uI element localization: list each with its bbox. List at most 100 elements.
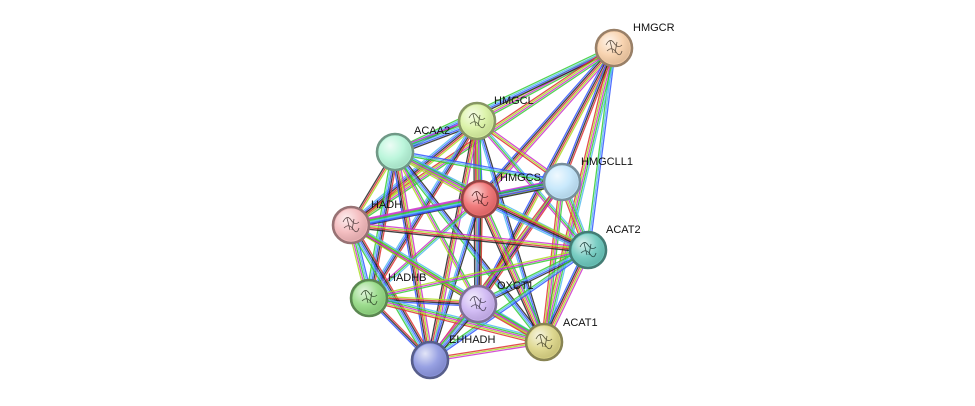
edge-evidence-line <box>394 46 615 152</box>
edge-evidence-line <box>350 225 589 252</box>
edge-hmgcs-acat1[interactable] <box>476 197 548 344</box>
edge-evidence-line <box>350 221 589 249</box>
edge-evidence-line <box>368 250 589 301</box>
edge-evidence-line <box>350 226 589 254</box>
edge-acat2-hadhb[interactable] <box>368 247 589 301</box>
edge-evidence-line <box>350 199 481 227</box>
edge-evidence-line <box>394 48 615 154</box>
node-shine <box>353 282 385 314</box>
edge-evidence-line <box>561 47 615 183</box>
edge-evidence-line <box>394 151 563 183</box>
edge-evidence-line <box>350 224 431 361</box>
edge-evidence-line <box>350 197 481 225</box>
edge-evidence-line <box>480 195 591 248</box>
node-label-acat2: ACAT2 <box>606 224 641 236</box>
node-shine <box>462 288 494 320</box>
edge-evidence-line <box>426 119 476 361</box>
edge-evidence-line <box>562 47 617 184</box>
edge-acaa2-hmgcll1[interactable] <box>394 149 563 185</box>
node-acat1[interactable]: ACAT1 <box>524 317 598 362</box>
edge-evidence-line <box>428 120 477 361</box>
protein-structure-icon <box>535 334 553 350</box>
node-acat2[interactable]: ACAT2 <box>568 224 641 270</box>
edge-evidence-line <box>393 151 545 344</box>
edge-evidence-line <box>367 298 545 345</box>
edge-evidence-line <box>477 119 547 343</box>
edge-evidence-line <box>349 225 545 344</box>
edge-evidence-line <box>480 196 590 250</box>
edge-hmgcr-hmgcll1[interactable] <box>559 46 617 184</box>
node-shine <box>461 105 493 137</box>
protein-structure-icon <box>468 113 486 129</box>
node-hadhb[interactable]: HADHB <box>349 272 427 318</box>
protein-structure-icon <box>579 242 597 258</box>
node-label-hmgcl: HMGCL <box>494 95 534 107</box>
edge-evidence-line <box>349 178 563 223</box>
edge-evidence-line <box>350 223 589 250</box>
node-hmgcl[interactable]: HMGCL <box>457 95 534 141</box>
edge-evidence-line <box>479 198 545 343</box>
edge-evidence-line <box>482 197 548 342</box>
edge-hadhb-acat1[interactable] <box>367 294 546 346</box>
node-hadh[interactable]: HADH <box>331 199 402 245</box>
edge-evidence-line <box>477 250 590 306</box>
edge-evidence-line <box>478 251 590 307</box>
edge-evidence-line <box>367 300 544 346</box>
edge-evidence-line <box>369 294 546 340</box>
node-hmgcr[interactable]: HMGCR <box>594 22 675 68</box>
edge-evidence-line <box>478 199 588 253</box>
node-oxct1[interactable]: OXCT1 <box>458 280 534 324</box>
edge-acaa2-ehhadh[interactable] <box>391 150 434 362</box>
node-shine <box>335 209 367 241</box>
edge-evidence-line <box>477 199 544 344</box>
edge-evidence-line <box>588 47 617 251</box>
edge-evidence-line <box>396 149 547 342</box>
edge-evidence-line <box>479 198 589 251</box>
edge-hmgcs-acat2[interactable] <box>477 195 591 254</box>
edge-hadh-acat2[interactable] <box>350 221 589 254</box>
edge-acaa2-hadhb[interactable] <box>365 150 399 300</box>
edge-evidence-line <box>540 181 561 343</box>
edge-evidence-line <box>391 151 428 362</box>
edge-hmgcs-hadh[interactable] <box>349 195 482 229</box>
edge-hmgcr-acaa2[interactable] <box>393 45 616 155</box>
node-shine <box>598 32 630 64</box>
node-label-hadh: HADH <box>371 199 402 211</box>
node-hmgcll1[interactable]: HMGCLL1 <box>542 156 633 202</box>
edge-evidence-line <box>545 181 566 343</box>
edge-evidence-line <box>428 248 588 360</box>
protein-structure-icon <box>360 290 378 306</box>
edge-evidence-line <box>349 226 544 345</box>
edge-evidence-line <box>542 181 562 343</box>
edge-evidence-line <box>544 181 564 343</box>
edge-evidence-line <box>366 151 395 299</box>
protein-structure-icon <box>605 40 623 56</box>
protein-structure-icon <box>342 217 360 233</box>
node-acaa2[interactable]: ACAA2 <box>375 125 450 172</box>
node-label-hmgcll1: HMGCLL1 <box>581 156 633 168</box>
edge-acat2-oxct1[interactable] <box>476 247 590 307</box>
node-ehhadh[interactable]: EHHADH <box>410 334 496 380</box>
node-label-hadhb: HADHB <box>388 272 427 284</box>
edge-evidence-line <box>430 120 479 361</box>
edge-evidence-line <box>368 151 396 299</box>
edge-evidence-line <box>394 152 563 185</box>
edge-acaa2-acat1[interactable] <box>392 149 547 345</box>
node-label-acat1: ACAT1 <box>563 317 598 329</box>
edge-evidence-line <box>476 247 588 303</box>
node-label-oxct1: OXCT1 <box>497 280 534 292</box>
node-shine <box>464 183 496 215</box>
edge-evidence-line <box>476 120 545 343</box>
edge-evidence-line <box>429 339 545 360</box>
edge-acat2-ehhadh[interactable] <box>428 248 590 362</box>
edge-evidence-line <box>369 151 398 299</box>
edge-evidence-line <box>476 199 542 344</box>
edge-hmgcll1-acat1[interactable] <box>540 181 566 343</box>
edge-evidence-line <box>397 150 434 361</box>
node-hmgcs[interactable]: HMGCS <box>460 172 541 219</box>
edge-evidence-line <box>480 197 547 342</box>
edge-evidence-line <box>368 249 589 299</box>
node-label-ehhadh: EHHADH <box>449 334 496 346</box>
